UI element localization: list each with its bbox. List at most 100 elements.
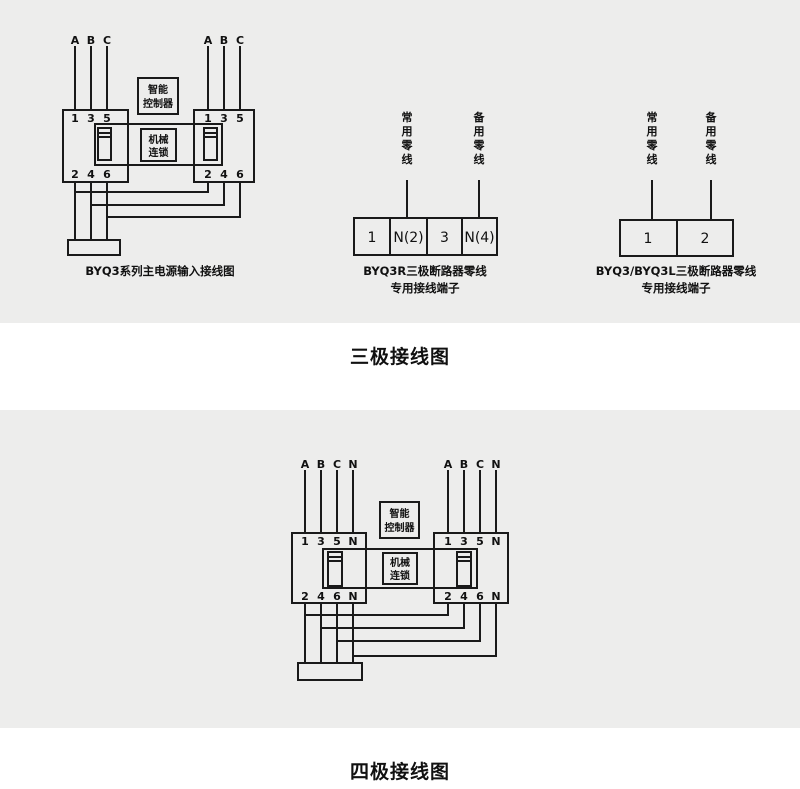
four-pole-left-switch-handle: [327, 551, 343, 587]
fp-left-bottom-4: 4: [317, 590, 325, 603]
four-pole-section-title: 四极接线图: [349, 761, 450, 783]
byq3r-standby-neutral-c2: 用: [474, 125, 485, 138]
byq3-common-neutral-c1: 常: [647, 110, 658, 124]
four-pole-interlock-frame: [322, 548, 478, 589]
right-top-terminal-5: 5: [236, 112, 244, 125]
byq3r-terminal-diagram: [353, 180, 498, 256]
right-phase-label-c: C: [236, 34, 244, 47]
byq3r-cell-3: 3: [440, 230, 449, 246]
byq3-standby-neutral-c1: 备: [705, 110, 718, 124]
fp-left-top-1: 1: [301, 535, 309, 548]
byq3-standby-neutral-c4: 线: [706, 152, 717, 166]
fp-right-bottom-4: 4: [460, 590, 468, 603]
left-phase-label-b: B: [87, 34, 95, 47]
left-bottom-terminal-4: 4: [87, 168, 95, 181]
left-bottom-terminal-2: 2: [71, 168, 79, 181]
four-pole-diagram: [291, 470, 509, 681]
fp-right-phase-n: N: [491, 458, 500, 471]
right-bottom-terminal-6: 6: [236, 168, 244, 181]
fp-right-bottom-2: 2: [444, 590, 452, 603]
fp-interlock-label-line2: 连锁: [390, 569, 410, 582]
three-pole-section-title: 三极接线图: [349, 346, 450, 368]
fp-right-bottom-6: 6: [476, 590, 484, 603]
left-phase-label-a: A: [71, 34, 80, 47]
interlock-frame: [94, 123, 223, 166]
four-pole-right-switch-handle: [456, 551, 472, 587]
three-pole-main-input-diagram: [62, 46, 255, 256]
four-pole-mechanical-interlock-box: [382, 552, 418, 585]
fp-left-bottom-n: N: [348, 590, 357, 603]
fp-right-top-1: 1: [444, 535, 452, 548]
byq3-common-neutral-c4: 线: [647, 152, 658, 166]
byq3-standby-neutral-c3: 零: [705, 139, 718, 152]
byq3-cell-1: 1: [644, 231, 653, 247]
right-phase-label-a: A: [204, 34, 213, 47]
left-switch-handle: [97, 127, 112, 161]
fp-controller-label-line2: 控制器: [385, 521, 416, 534]
fp-left-top-5: 5: [333, 535, 341, 548]
controller-label-line1: 智能: [148, 83, 168, 96]
left-top-terminal-3: 3: [87, 112, 95, 125]
fp-right-top-n: N: [491, 535, 500, 548]
interlock-label-line2: 连锁: [149, 146, 169, 159]
byq3r-standby-neutral-c1: 备: [473, 110, 486, 124]
three-pole-panel: [0, 0, 800, 323]
byq3-standby-neutral-c2: 用: [706, 125, 717, 138]
controller-label-line2: 控制器: [143, 97, 174, 110]
fp-right-top-5: 5: [476, 535, 484, 548]
fp-right-phase-b: B: [460, 458, 468, 471]
fp-left-bottom-6: 6: [333, 590, 341, 603]
fp-controller-label-line1: 智能: [390, 507, 410, 520]
left-phase-label-c: C: [103, 34, 111, 47]
load-box: [67, 239, 121, 256]
fp-left-phase-n: N: [348, 458, 357, 471]
four-pole-load-box: [297, 662, 363, 681]
right-bottom-terminal-2: 2: [204, 168, 212, 181]
fp-left-bottom-2: 2: [301, 590, 309, 603]
fp-left-phase-c: C: [333, 458, 341, 471]
four-pole-panel: [0, 410, 800, 728]
fp-left-phase-b: B: [317, 458, 325, 471]
four-pole-right-breaker-box: [433, 532, 509, 604]
byq3-common-neutral-c2: 用: [647, 125, 658, 138]
right-top-terminal-1: 1: [204, 112, 212, 125]
right-switch-handle: [203, 127, 218, 161]
fp-right-phase-c: C: [476, 458, 484, 471]
byq3-cell-2: 2: [701, 231, 710, 247]
right-phase-label-b: B: [220, 34, 228, 47]
byq3r-standby-neutral-c3: 零: [473, 139, 486, 152]
right-bottom-terminal-4: 4: [220, 168, 228, 181]
left-breaker-box: [62, 109, 129, 183]
main-input-caption: BYQ3系列主电源输入接线图: [85, 264, 234, 278]
byq3r-caption-line1: BYQ3R三极断路器零线: [363, 264, 487, 278]
byq3r-cell-n2: N(2): [393, 230, 423, 246]
byq3-caption-line1: BYQ3/BYQ3L三极断路器零线: [596, 264, 757, 278]
byq3r-common-neutral-c3: 零: [401, 139, 414, 152]
fp-right-bottom-n: N: [491, 590, 500, 603]
fp-interlock-label-line1: 机械: [390, 556, 410, 569]
byq3r-standby-neutral-c4: 线: [474, 152, 485, 166]
fp-right-top-3: 3: [460, 535, 468, 548]
interlock-label-line1: 机械: [149, 133, 169, 146]
byq3r-caption-line2: 专用接线端子: [391, 281, 460, 295]
fp-right-phase-a: A: [444, 458, 453, 471]
byq3r-cell-1: 1: [368, 230, 377, 246]
byq3r-common-neutral-c1: 常: [402, 110, 413, 124]
four-pole-left-breaker-box: [291, 532, 367, 604]
byq3-byq3l-terminal-diagram: [619, 180, 734, 257]
fp-left-phase-a: A: [301, 458, 310, 471]
four-pole-smart-controller-box: [379, 501, 420, 539]
fp-left-top-3: 3: [317, 535, 325, 548]
byq3r-terminal-block: [353, 217, 498, 256]
left-top-terminal-1: 1: [71, 112, 79, 125]
right-top-terminal-3: 3: [220, 112, 228, 125]
byq3-caption-line2: 专用接线端子: [642, 281, 711, 295]
byq3r-cell-n4: N(4): [464, 230, 494, 246]
mechanical-interlock-box: [140, 128, 177, 162]
fp-left-top-n: N: [348, 535, 357, 548]
byq3r-common-neutral-c2: 用: [402, 125, 413, 138]
left-top-terminal-5: 5: [103, 112, 111, 125]
left-bottom-terminal-6: 6: [103, 168, 111, 181]
byq3r-common-neutral-c4: 线: [402, 152, 413, 166]
